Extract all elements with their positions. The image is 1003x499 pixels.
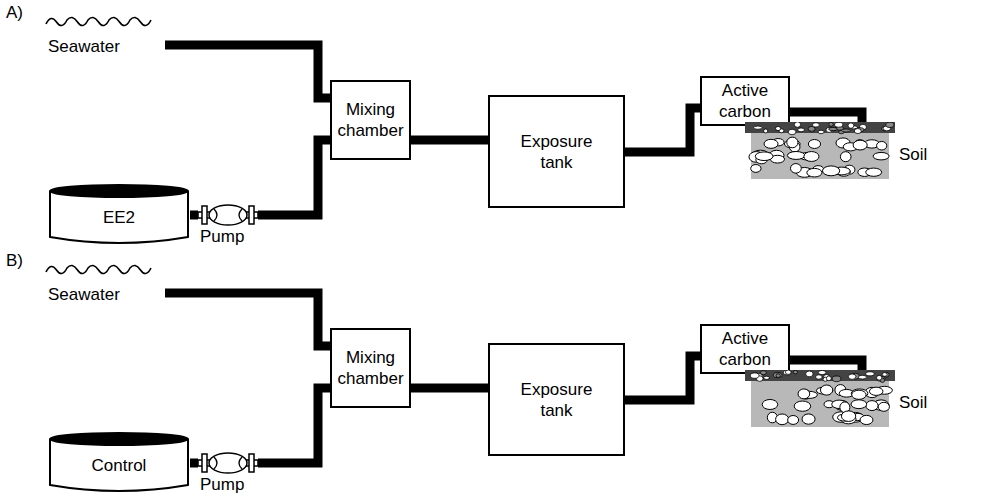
- process-box: Exposure tank: [488, 343, 625, 456]
- node-label: Exposure tank: [512, 379, 602, 421]
- node-label: Control: [48, 455, 190, 476]
- node-label: Exposure tank: [512, 131, 602, 173]
- node-label: Active carbon: [706, 328, 784, 370]
- node-label: Pump: [200, 474, 244, 495]
- process-box: Active carbon: [700, 324, 790, 374]
- stock-tank: EE2: [48, 183, 190, 247]
- process-box: Mixing chamber: [330, 80, 411, 160]
- panel-letter: B): [6, 250, 23, 271]
- panel-letter: A): [6, 2, 23, 23]
- illustration: [44, 260, 154, 280]
- pipe-connector: [411, 384, 488, 393]
- illustration: [745, 122, 895, 182]
- illustration: [198, 203, 258, 227]
- illustration: [44, 12, 154, 32]
- node-label: Pump: [200, 226, 244, 247]
- seawater-source: Seawater: [40, 8, 165, 60]
- illustration: [745, 370, 895, 430]
- pipe-connector: [258, 140, 330, 215]
- pipe-connector: [258, 388, 330, 463]
- pump-symbol: Pump: [198, 203, 258, 247]
- process-box: Active carbon: [700, 76, 790, 126]
- process-box: Exposure tank: [488, 95, 625, 208]
- node-label: Soil: [899, 144, 927, 165]
- node-label: Soil: [899, 392, 927, 413]
- stock-tank: Control: [48, 431, 190, 495]
- pipe-connector: [625, 108, 700, 152]
- pipe-connector: [625, 356, 700, 400]
- soil-bed: Soil: [745, 370, 940, 432]
- pipe-connector: [165, 45, 330, 98]
- seawater-source: Seawater: [40, 256, 165, 308]
- pipe-connector: [165, 293, 330, 346]
- pump-symbol: Pump: [198, 451, 258, 495]
- node-label: Mixing chamber: [336, 99, 406, 141]
- node-label: Mixing chamber: [336, 347, 406, 389]
- process-box: Mixing chamber: [330, 328, 411, 408]
- pipe-connector: [790, 112, 862, 122]
- node-label: Active carbon: [706, 80, 784, 122]
- pipe-connector: [790, 360, 862, 370]
- node-label: Seawater: [48, 36, 120, 57]
- pipe-connector: [190, 459, 198, 468]
- soil-bed: Soil: [745, 122, 940, 184]
- illustration: [198, 451, 258, 475]
- pipe-connector: [190, 211, 198, 220]
- node-label: EE2: [48, 207, 190, 228]
- pipe-connector: [411, 136, 488, 145]
- node-label: Seawater: [48, 284, 120, 305]
